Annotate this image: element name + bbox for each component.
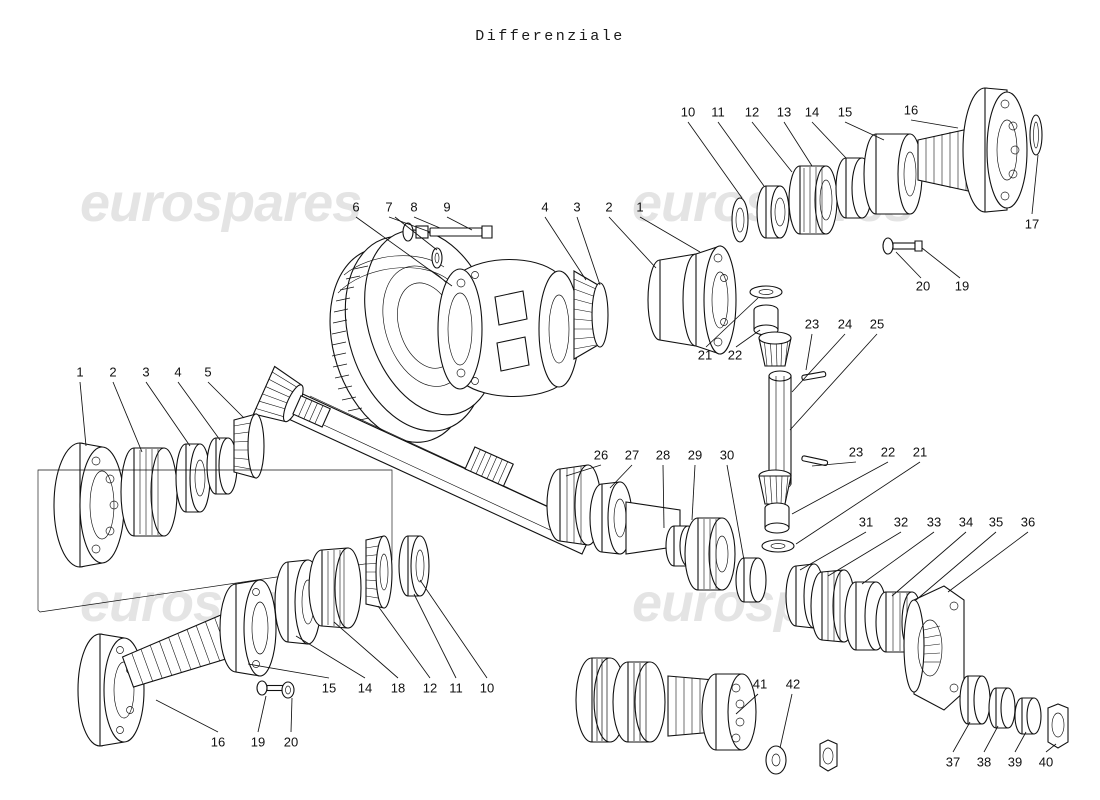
callout-number: 3 [573,199,581,215]
callout-number: 11 [711,104,725,120]
callout-number: 2 [605,199,613,215]
callout-number: 13 [776,104,792,120]
callout-number: 5 [204,364,212,380]
callout-number: 14 [804,104,820,120]
intermediate-shaft-assembly [546,464,767,603]
callout-number: 4 [541,199,549,215]
callout-number: 12 [422,680,438,696]
callout-number: 34 [958,514,974,530]
callout-number: 36 [1020,514,1036,530]
callout-number: 30 [719,447,735,463]
callout-number: 19 [954,278,970,294]
callout-number: 20 [915,278,931,294]
callout-number: 22 [727,347,743,363]
right-output-assembly [785,563,1069,749]
callout-number: 28 [655,447,671,463]
callout-number: 6 [352,199,360,215]
leader-lines [79,119,1057,753]
callout-number: 42 [785,676,801,692]
callout-number: 23 [848,444,864,460]
callout-number: 24 [837,316,853,332]
callout-number: 4 [174,364,182,380]
callout-number: 39 [1007,754,1023,770]
callout-number: 26 [593,447,609,463]
callout-number: 8 [410,199,418,215]
right-axle-assembly [731,87,1043,255]
page-title: Differenziale [475,28,625,45]
sleeve-assembly [575,657,838,775]
callout-number: 1 [76,364,84,380]
callout-number: 7 [385,199,393,215]
callout-number: 31 [858,514,874,530]
callout-number: 10 [680,104,696,120]
left-carrier-group [37,413,393,613]
callout-number: 16 [210,734,226,750]
callout-number: 41 [752,676,768,692]
callout-number: 19 [250,734,266,750]
callout-number: 33 [926,514,942,530]
callout-number: 18 [390,680,406,696]
callout-number: 37 [945,754,961,770]
callout-number: 12 [744,104,760,120]
callout-number: 32 [893,514,909,530]
callout-number: 27 [624,447,640,463]
callout-number: 15 [837,104,853,120]
callout-number: 2 [109,364,117,380]
callout-number: 40 [1038,754,1054,770]
callout-number: 11 [449,680,463,696]
callout-number: 23 [804,316,820,332]
spider-gear-group [749,285,829,553]
callout-number: 14 [357,680,373,696]
callout-number: 16 [903,102,919,118]
callout-number: 21 [912,444,928,460]
callout-number: 3 [142,364,150,380]
callout-number: 17 [1024,216,1040,232]
callout-number: 21 [697,347,713,363]
callout-number: 38 [976,754,992,770]
callout-number: 25 [869,316,885,332]
callout-number: 15 [321,680,337,696]
left-axle-assembly [77,535,430,747]
callout-number: 20 [283,734,299,750]
callout-number: 9 [443,199,451,215]
callout-number: 22 [880,444,896,460]
callout-number: 35 [988,514,1004,530]
callout-number: 29 [687,447,703,463]
callout-number: 10 [479,680,495,696]
callout-number: 1 [636,199,644,215]
